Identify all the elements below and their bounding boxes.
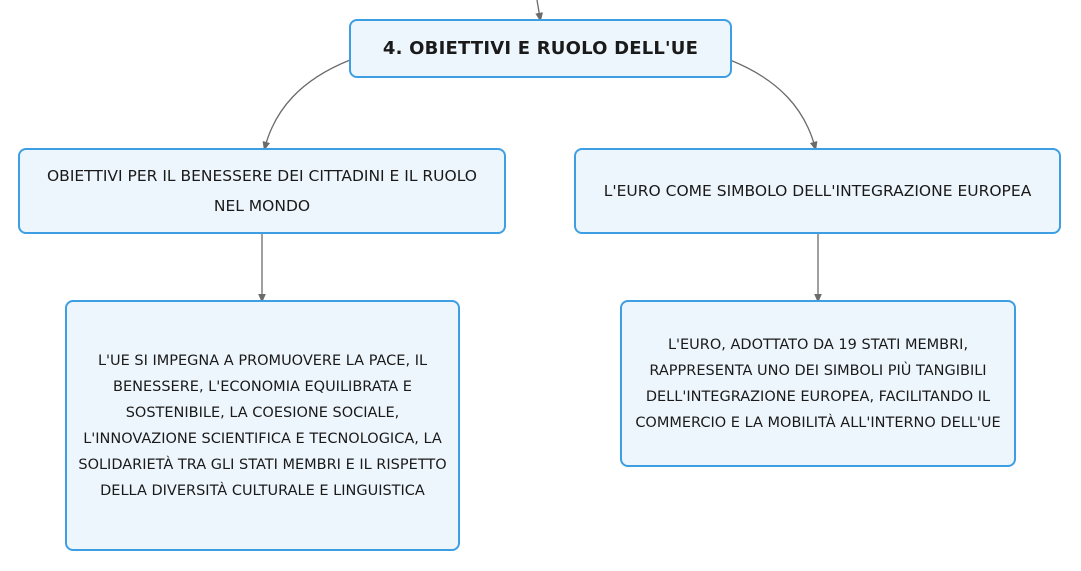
right-detail-node[interactable]: L'EURO, ADOTTATO DA 19 STATI MEMBRI, RAP… <box>620 300 1016 467</box>
central-topic-label: 4. OBIETTIVI E RUOLO DELL'UE <box>382 38 699 59</box>
connector-title-to-left-branch <box>262 59 351 151</box>
right-detail-text: L'EURO, ADOTTATO DA 19 STATI MEMBRI, RAP… <box>635 336 1001 431</box>
right-branch-label: L'EURO COME SIMBOLO DELL'INTEGRAZIONE EU… <box>603 182 1032 200</box>
left-detail-text: L'UE SI IMPEGNA A PROMUOVERE LA PACE, IL… <box>78 352 447 499</box>
central-topic-node[interactable]: 4. OBIETTIVI E RUOLO DELL'UE <box>349 19 732 78</box>
left-detail-node[interactable]: L'UE SI IMPEGNA A PROMUOVERE LA PACE, IL… <box>65 300 460 551</box>
connector-title-to-right-branch <box>729 59 818 151</box>
left-branch-label: OBIETTIVI PER IL BENESSERE DEI CITTADINI… <box>46 167 478 215</box>
left-branch-node[interactable]: OBIETTIVI PER IL BENESSERE DEI CITTADINI… <box>18 148 506 234</box>
right-branch-node[interactable]: L'EURO COME SIMBOLO DELL'INTEGRAZIONE EU… <box>574 148 1061 234</box>
incoming-connector <box>535 0 543 22</box>
